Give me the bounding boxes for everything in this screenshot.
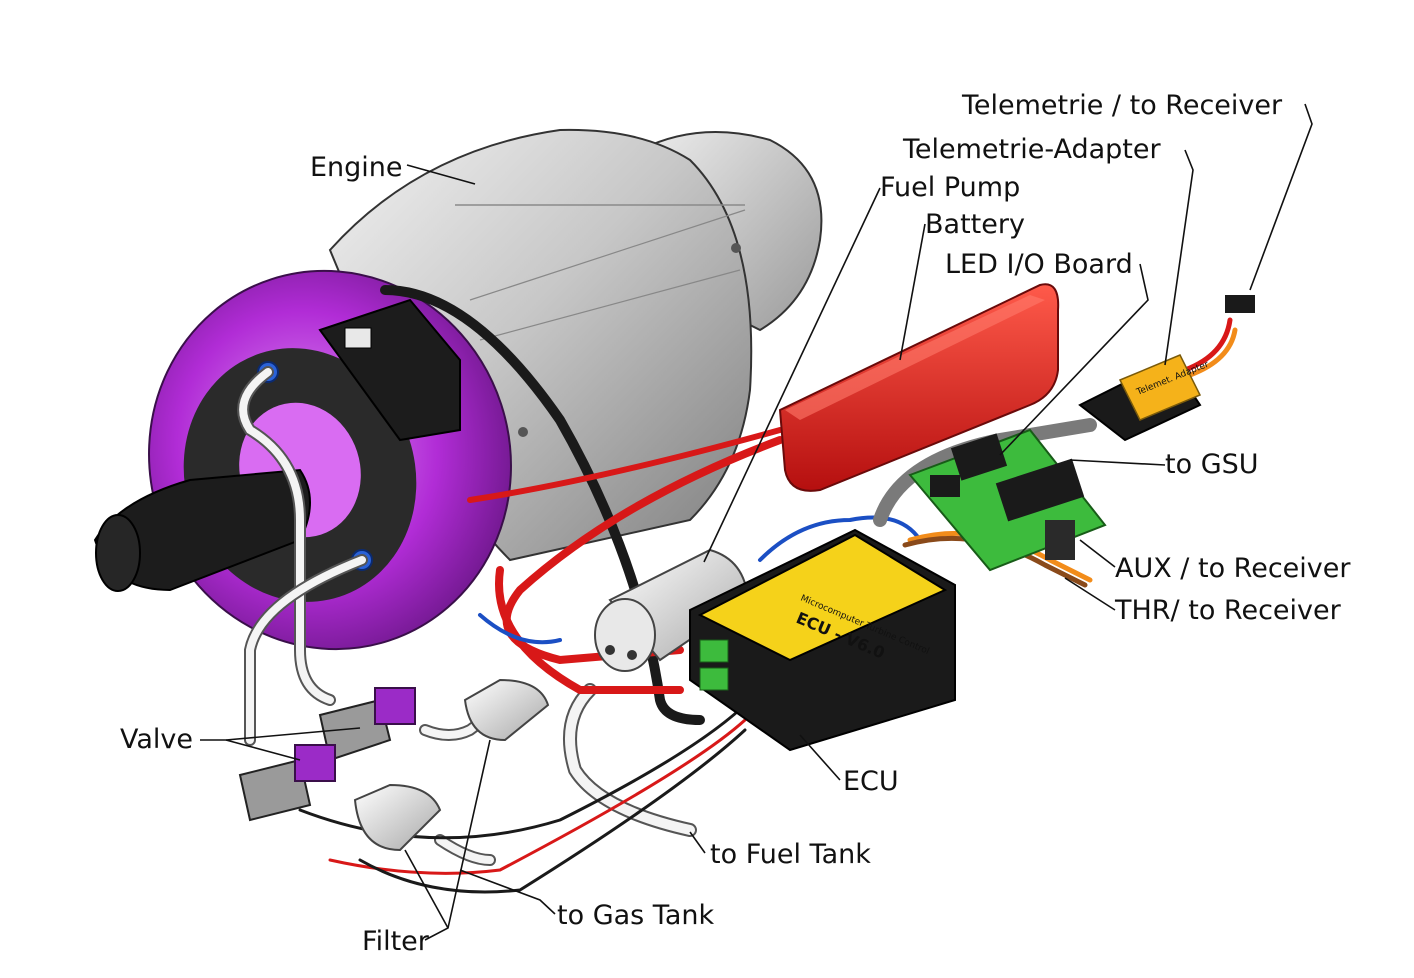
label-battery: Battery: [925, 209, 1025, 240]
label-telemetrie-adapter: Telemetrie-Adapter: [902, 134, 1162, 165]
label-telemetrie-receiver: Telemetrie / to Receiver: [961, 90, 1283, 121]
label-thr-receiver: THR/ to Receiver: [1114, 595, 1342, 626]
leader-lines: [200, 103, 1313, 941]
label-ecu: ECU: [843, 766, 899, 797]
led-io-board: [908, 428, 1107, 572]
battery: [778, 283, 1060, 492]
telemetrie-adapter: Telemet. Adapter: [1078, 295, 1255, 442]
label-to-gas-tank: to Gas Tank: [557, 900, 714, 931]
fuel-lines: [237, 366, 697, 866]
ecu: ECU - V6.0 Microcomputer Turbine Control: [689, 528, 956, 752]
label-to-fuel-tank: to Fuel Tank: [710, 839, 871, 870]
label-engine: Engine: [310, 152, 403, 183]
filters: [353, 678, 550, 852]
callout-labels: Engine Fuel Pump Battery LED I/O Board T…: [120, 90, 1351, 957]
label-aux-receiver: AUX / to Receiver: [1115, 553, 1351, 584]
label-filter: Filter: [362, 926, 430, 957]
label-to-gsu: to GSU: [1165, 449, 1259, 480]
label-led-io-board: LED I/O Board: [945, 249, 1133, 280]
label-fuel-pump: Fuel Pump: [880, 172, 1020, 203]
label-valve: Valve: [120, 724, 193, 755]
valves: [238, 687, 416, 822]
